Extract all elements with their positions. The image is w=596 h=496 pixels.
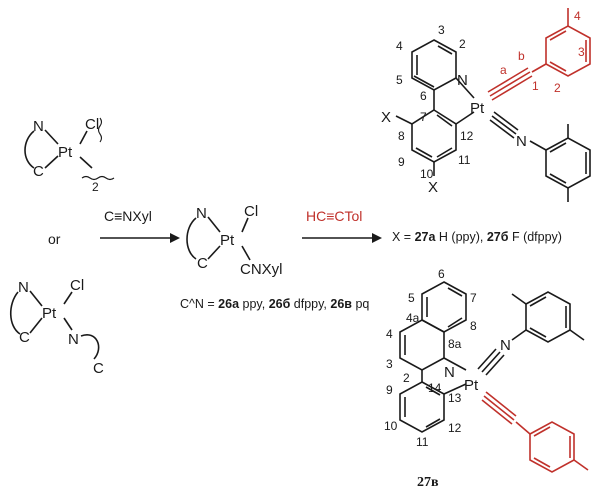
num-9: 9 bbox=[386, 383, 393, 397]
num-5: 5 bbox=[396, 73, 403, 87]
num-10: 10 bbox=[420, 167, 434, 181]
rnum-3: 3 bbox=[578, 45, 585, 59]
atom-pt: Pt bbox=[470, 100, 485, 117]
reagent-cnxyl: C≡NXyl bbox=[104, 208, 152, 224]
num-3: 3 bbox=[438, 23, 445, 37]
intermediate-complex: N C Pt Cl CNXyl bbox=[186, 203, 283, 278]
num-2: 2 bbox=[403, 371, 410, 385]
or-label: or bbox=[48, 231, 61, 247]
atom-pt: Pt bbox=[42, 305, 57, 322]
cn-caption: C^N = 26a ppy, 26б dfppy, 26в pq bbox=[180, 297, 369, 311]
atom-c: C bbox=[19, 329, 30, 346]
subscript-2: 2 bbox=[92, 180, 99, 194]
atom-n: N bbox=[196, 205, 207, 222]
atom-n-isocyanide: N bbox=[516, 133, 527, 150]
precursor-chelate: N C Pt Cl N C bbox=[9, 277, 104, 377]
atom-pt: Pt bbox=[464, 377, 479, 394]
atom-cl: Cl bbox=[244, 203, 258, 220]
product-bottom: N Pt 2 3 4 4a 5 6 7 8 8a 9 10 11 12 13 1… bbox=[384, 267, 589, 473]
reagent-tolylacetylene: HC≡CTol bbox=[306, 208, 362, 224]
atom-pt: Pt bbox=[58, 144, 73, 161]
atom-x-10: X bbox=[428, 179, 438, 196]
rnum-4: 4 bbox=[574, 9, 581, 23]
reaction-arrow-2: HC≡CTol bbox=[302, 208, 382, 243]
product-top: N Pt X X 3 4 5 2 6 7 8 9 10 11 12 a b 1 … bbox=[381, 8, 591, 202]
bond-label-a: a bbox=[500, 63, 507, 77]
rnum-2: 2 bbox=[554, 81, 561, 95]
atom-cl: Cl bbox=[70, 277, 84, 294]
num-6: 6 bbox=[420, 89, 427, 103]
atom-c: C bbox=[33, 163, 44, 180]
num-8: 8 bbox=[398, 129, 405, 143]
atom-pt: Pt bbox=[220, 232, 235, 249]
num-5: 5 bbox=[408, 291, 415, 305]
num-8: 8 bbox=[470, 319, 477, 333]
ligand-cnxyl: CNXyl bbox=[240, 261, 283, 278]
reaction-arrow-1: C≡NXyl bbox=[100, 208, 180, 243]
num-11: 11 bbox=[458, 153, 471, 167]
atom-n: N bbox=[457, 72, 468, 89]
num-4: 4 bbox=[386, 327, 393, 341]
rnum-1: 1 bbox=[532, 79, 539, 93]
num-3: 3 bbox=[386, 357, 393, 371]
num-4a: 4a bbox=[406, 311, 420, 325]
atom-n2: N bbox=[68, 331, 79, 348]
atom-n-isocyanide: N bbox=[500, 337, 511, 354]
atom-n: N bbox=[33, 118, 44, 135]
num-14: 14 bbox=[428, 381, 442, 395]
precursor-dimer: N C Pt Cl 2 bbox=[24, 116, 115, 194]
num-10: 10 bbox=[384, 419, 398, 433]
atom-n: N bbox=[18, 279, 29, 296]
bond-label-b: b bbox=[518, 49, 525, 63]
num-12: 12 bbox=[448, 421, 462, 435]
num-7: 7 bbox=[420, 110, 427, 124]
num-11: 11 bbox=[416, 435, 429, 449]
atom-c: C bbox=[197, 255, 208, 272]
compound-label-27v: 27в bbox=[417, 475, 439, 490]
atom-x-8: X bbox=[381, 109, 391, 126]
num-12: 12 bbox=[460, 129, 474, 143]
num-4: 4 bbox=[396, 39, 403, 53]
num-13: 13 bbox=[448, 391, 462, 405]
atom-n: N bbox=[444, 364, 455, 381]
num-8a: 8a bbox=[448, 337, 462, 351]
num-7: 7 bbox=[470, 291, 477, 305]
num-2: 2 bbox=[459, 37, 466, 51]
x-caption: X = 27a H (ppy), 27б F (dfppy) bbox=[392, 230, 562, 244]
num-6: 6 bbox=[438, 267, 445, 281]
atom-cl: Cl bbox=[85, 116, 99, 133]
num-9: 9 bbox=[398, 155, 405, 169]
atom-c2: C bbox=[93, 360, 104, 377]
